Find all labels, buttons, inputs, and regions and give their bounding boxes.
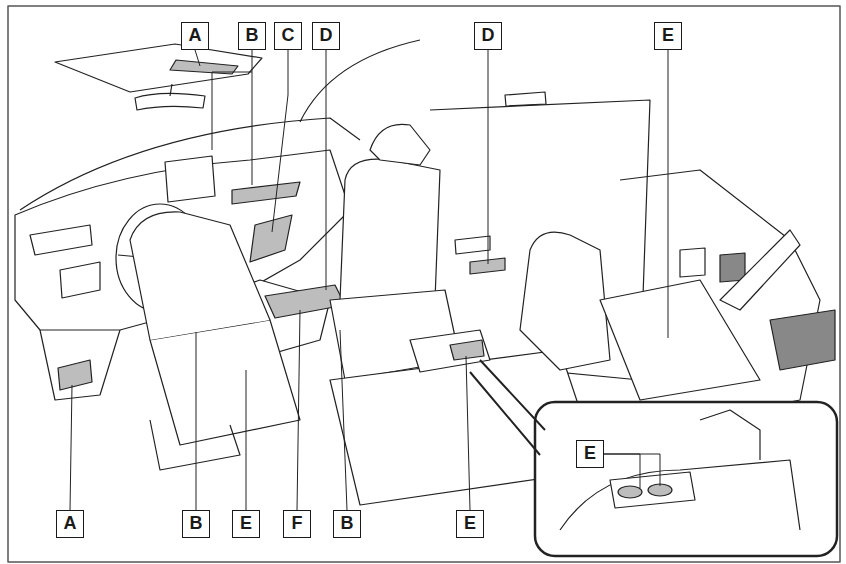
line-art (8, 6, 840, 562)
callout-letter: E (456, 510, 484, 538)
callout-letter: F (283, 510, 311, 538)
leader-lines (70, 50, 668, 510)
callout-letter: B (333, 510, 361, 538)
callout-letter: E (576, 440, 604, 468)
callout-letter: A (181, 22, 209, 50)
callout-letter: C (274, 22, 302, 50)
callout-letter: A (56, 510, 84, 538)
callout-letter: E (232, 510, 260, 538)
callout-letter: D (474, 22, 502, 50)
callout-letter: B (238, 22, 266, 50)
callout-letter: B (182, 510, 210, 538)
callout-letter: E (654, 22, 682, 50)
callout-letter: D (312, 22, 340, 50)
